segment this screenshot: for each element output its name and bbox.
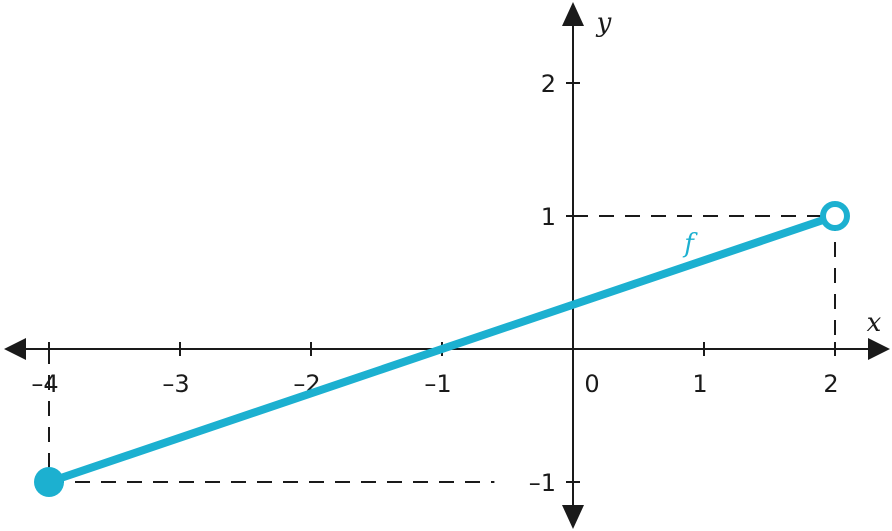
guide-lines xyxy=(48,215,836,483)
x-tick-label-3: –1 xyxy=(424,370,451,398)
series xyxy=(34,201,850,497)
y-axis-label: y xyxy=(596,8,612,38)
y-tick-label-0: –1 xyxy=(529,469,556,497)
labels: x y f xyxy=(596,8,882,338)
series-line-0 xyxy=(45,212,839,486)
x-axis-arrow-right xyxy=(868,338,890,360)
series-label-0: f xyxy=(682,229,698,259)
y-axis-arrow-bottom xyxy=(562,505,584,529)
y-axis-arrow-top xyxy=(562,2,584,26)
open-endpoint-1 xyxy=(820,201,850,231)
x-axis-arrow-left xyxy=(4,338,26,360)
x-tick-label-6: 2 xyxy=(823,370,838,398)
x-tick-label-0: –4 xyxy=(31,370,58,398)
x-tick-label-5: 1 xyxy=(692,370,707,398)
x-tick-label-1: –3 xyxy=(162,370,189,398)
x-axis-label: x xyxy=(867,308,882,338)
y-tick-label-1: 1 xyxy=(541,203,556,231)
x-tick-label-4: 0 xyxy=(584,370,599,398)
closed-endpoint-0 xyxy=(34,467,64,497)
y-tick-label-2: 2 xyxy=(541,70,556,98)
